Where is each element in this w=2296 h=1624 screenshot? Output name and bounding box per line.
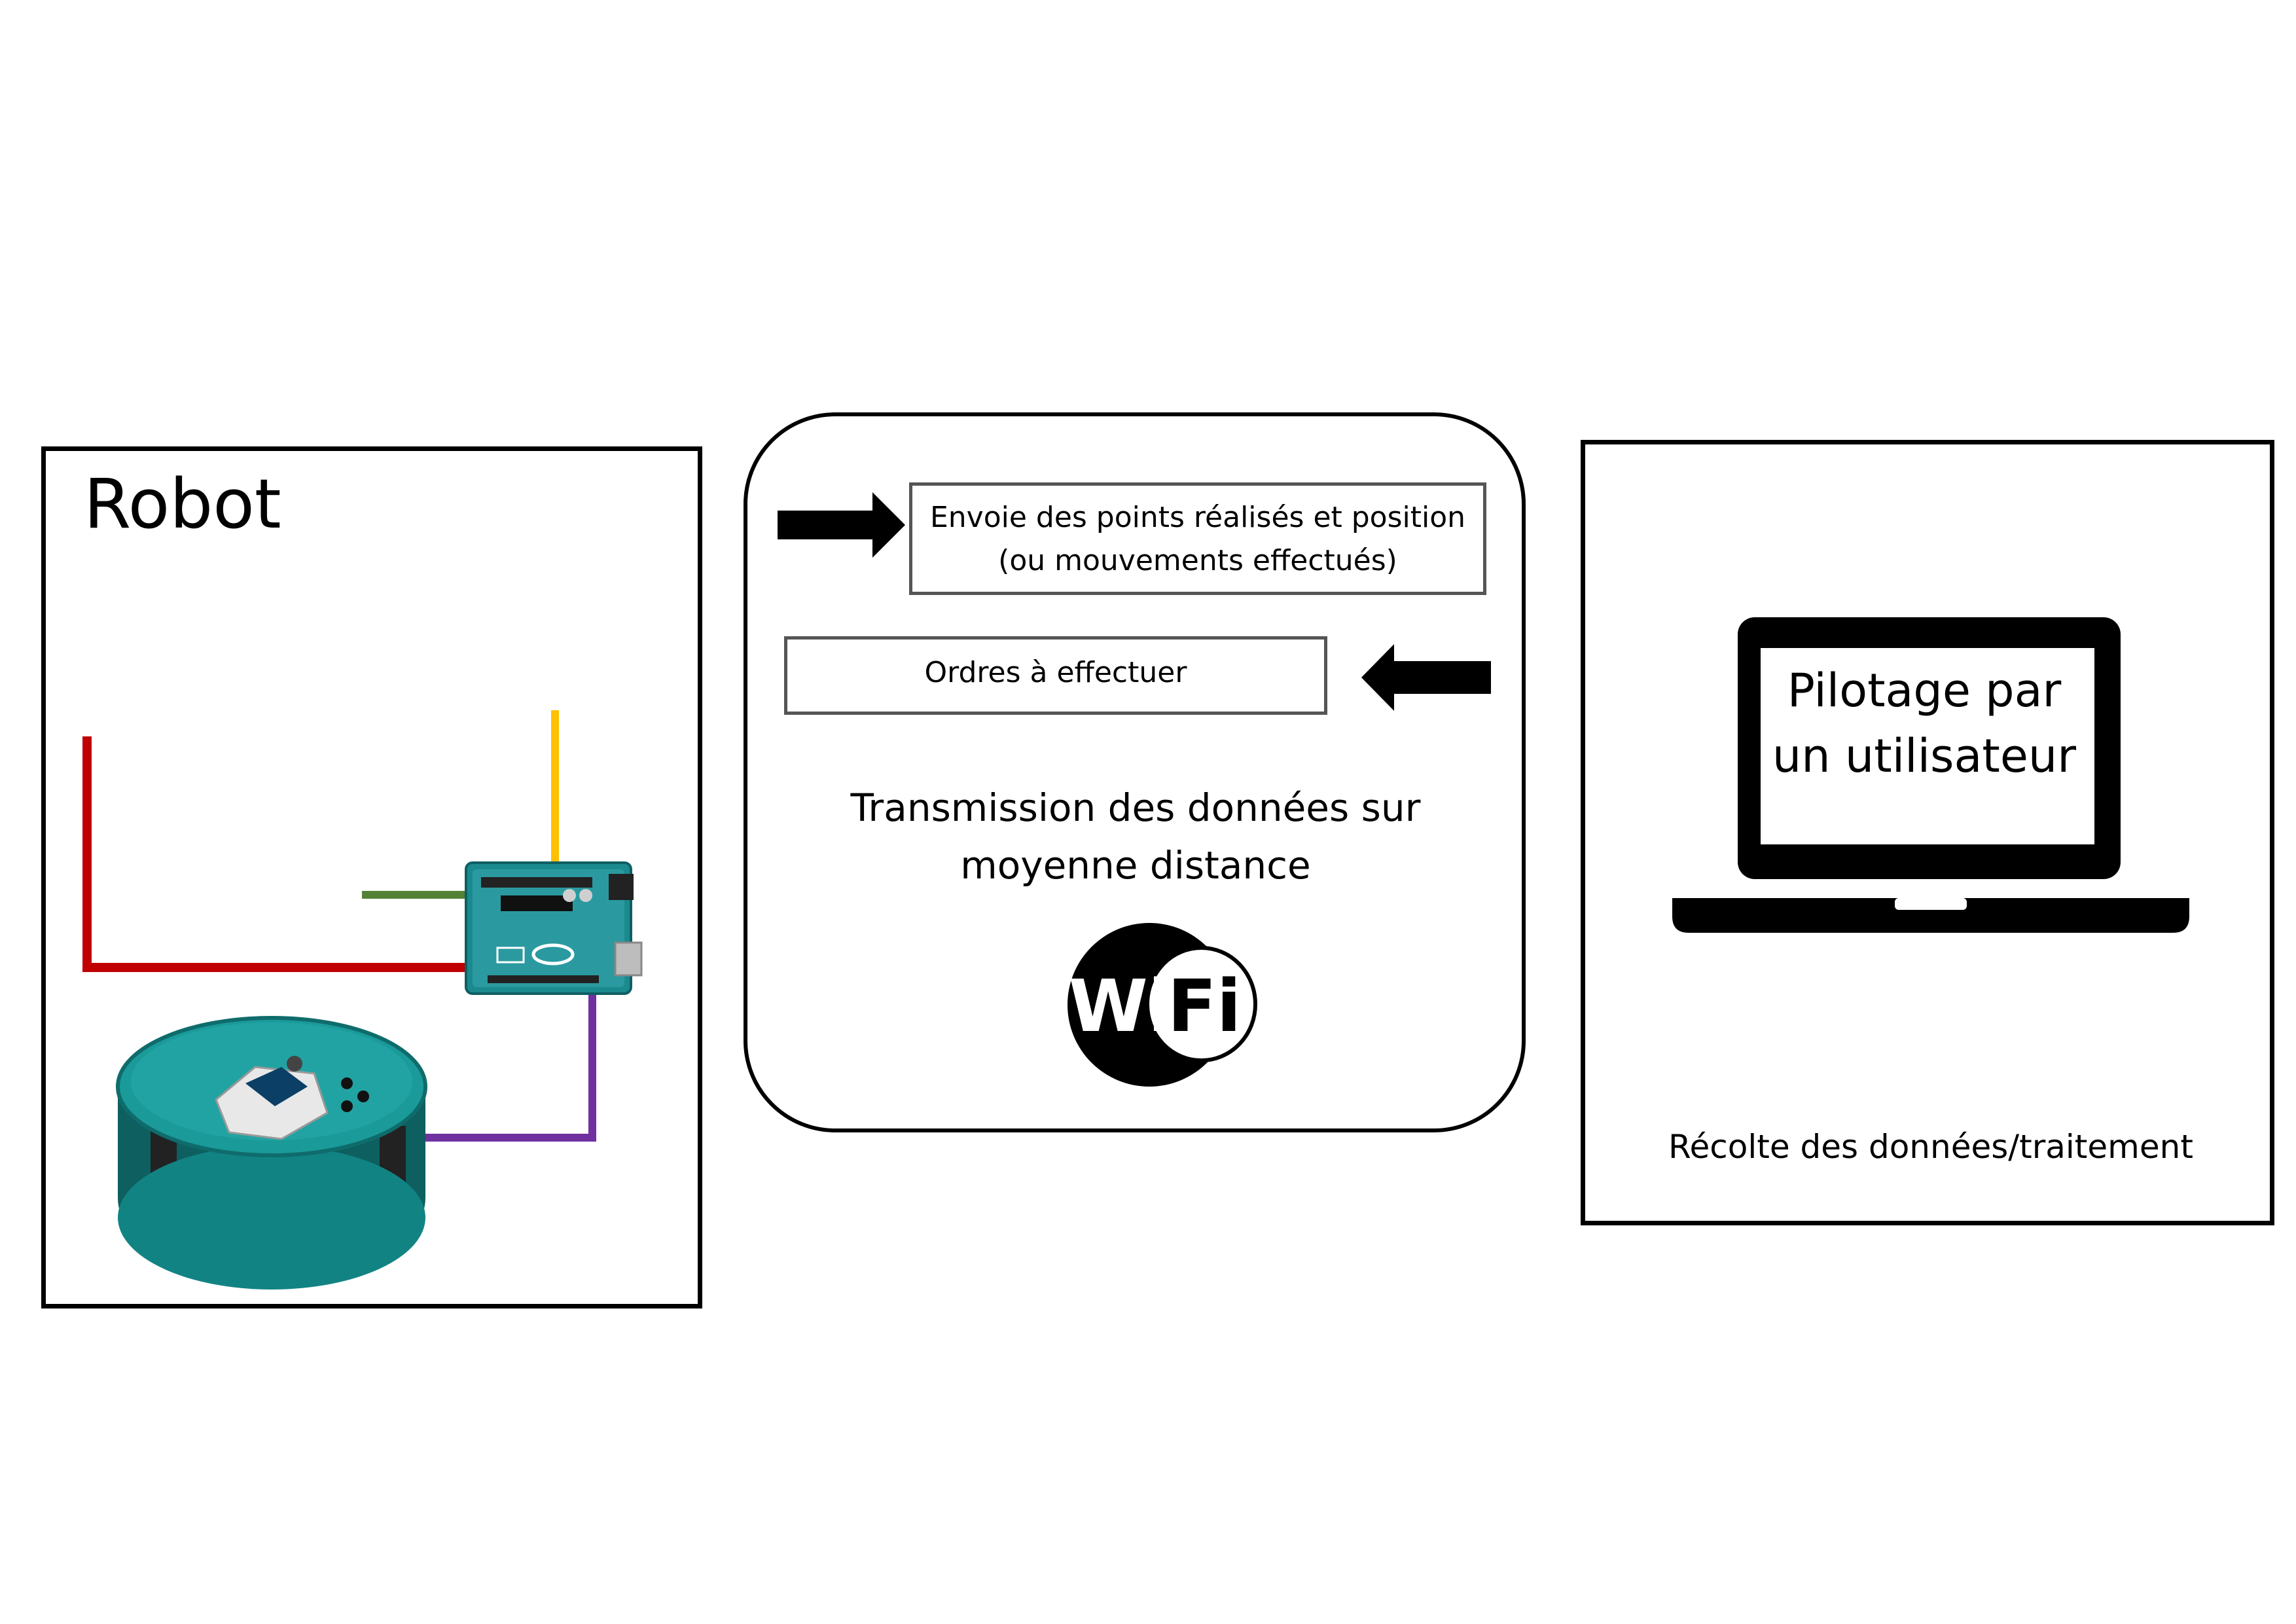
wifi-logo-icon: Wi Fi — [1067, 923, 1257, 1087]
pc-panel — [1581, 440, 2274, 1225]
right-arrow-icon — [778, 492, 905, 558]
svg-text:Fi: Fi — [1168, 964, 1242, 1048]
robot-base-icon — [116, 1016, 427, 1290]
pc-caption: Récolte des données/traitement — [1668, 1128, 2193, 1166]
red-wire — [82, 736, 471, 972]
orders-box: Ordres à effectuer — [784, 636, 1327, 715]
robot-panel — [41, 446, 702, 1308]
robot-title: Robot — [84, 464, 281, 544]
purple-wire — [419, 992, 596, 1142]
send-data-box: Envoie des points réalisés et position (… — [909, 482, 1486, 595]
transmission-panel — [744, 412, 1526, 1132]
left-arrow-icon — [1361, 644, 1491, 711]
arduino-board-icon — [465, 861, 643, 995]
transmission-caption: Transmission des données sur moyenne dis… — [850, 785, 1421, 888]
laptop-screen-text: Pilotage par un utilisateur — [1772, 664, 2077, 783]
svg-text:Wi: Wi — [1068, 964, 1172, 1048]
